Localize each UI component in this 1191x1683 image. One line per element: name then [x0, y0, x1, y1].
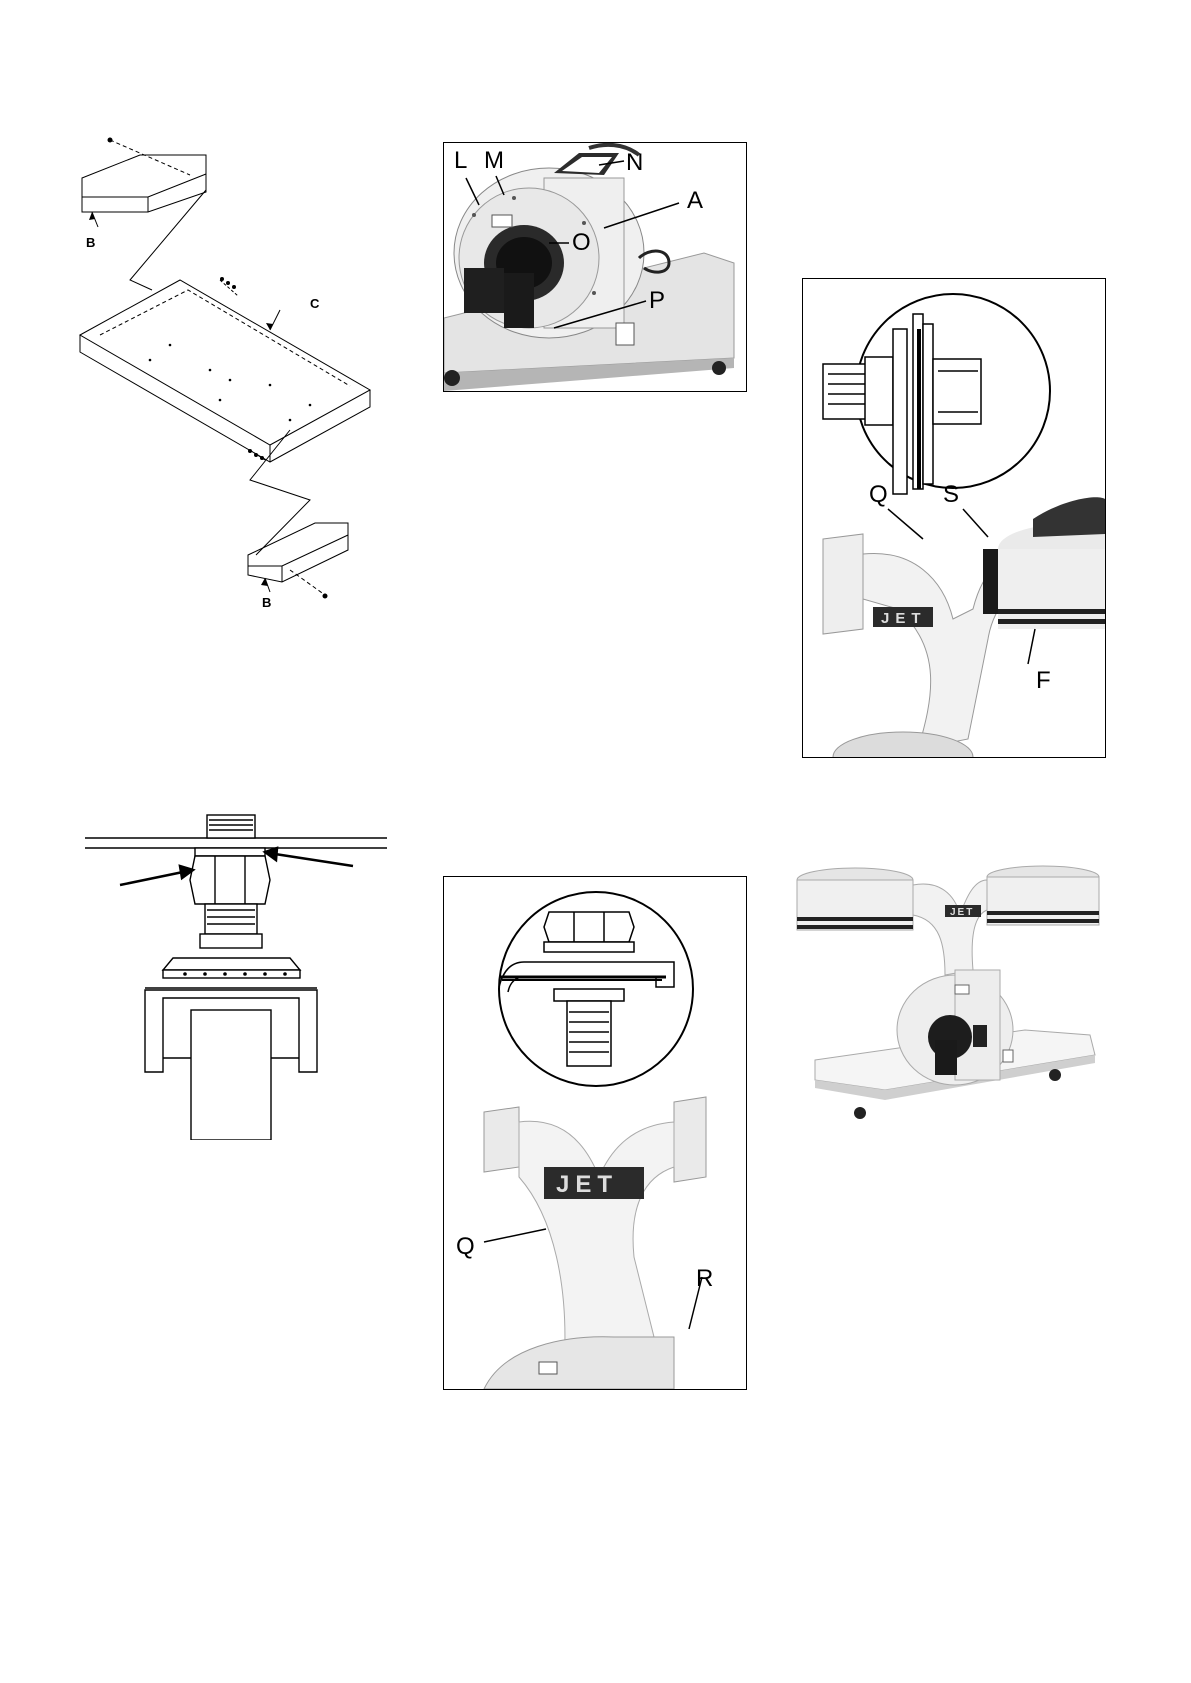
jet-logo-text: JET [881, 610, 927, 627]
caster-detail-svg [85, 810, 387, 1140]
bag-ring-figure: JET Q S F [802, 278, 1106, 758]
table-assembly-drawing: B C B [70, 130, 400, 660]
blower-mount-figure: L M N A O P [443, 142, 747, 392]
assembled-unit-photo: JET [795, 865, 1105, 1140]
label-s: S [943, 483, 959, 507]
label-b-top: B [86, 236, 95, 249]
jet-logo-text-3: JET [950, 907, 974, 918]
label-m: M [484, 149, 504, 173]
label-n: N [626, 151, 643, 175]
label-r: R [696, 1267, 713, 1291]
label-q: Q [869, 483, 888, 507]
y-adapter-svg: JET [444, 877, 746, 1389]
label-p: P [649, 289, 665, 313]
label-o: O [572, 231, 591, 255]
jet-logo-text-2: JET [556, 1171, 618, 1198]
caster-detail-drawing [85, 810, 387, 1140]
blower-mount-svg [444, 143, 746, 391]
assembled-unit-svg: JET [795, 865, 1105, 1140]
label-c: C [310, 297, 319, 310]
label-l: L [454, 149, 467, 173]
label-a: A [687, 189, 703, 213]
label-f: F [1036, 669, 1051, 693]
bag-ring-svg: JET [803, 279, 1105, 757]
label-b-bottom: B [262, 596, 271, 609]
table-assembly-svg [70, 130, 400, 660]
label-q-2: Q [456, 1235, 475, 1259]
y-adapter-figure: JET Q R [443, 876, 747, 1390]
